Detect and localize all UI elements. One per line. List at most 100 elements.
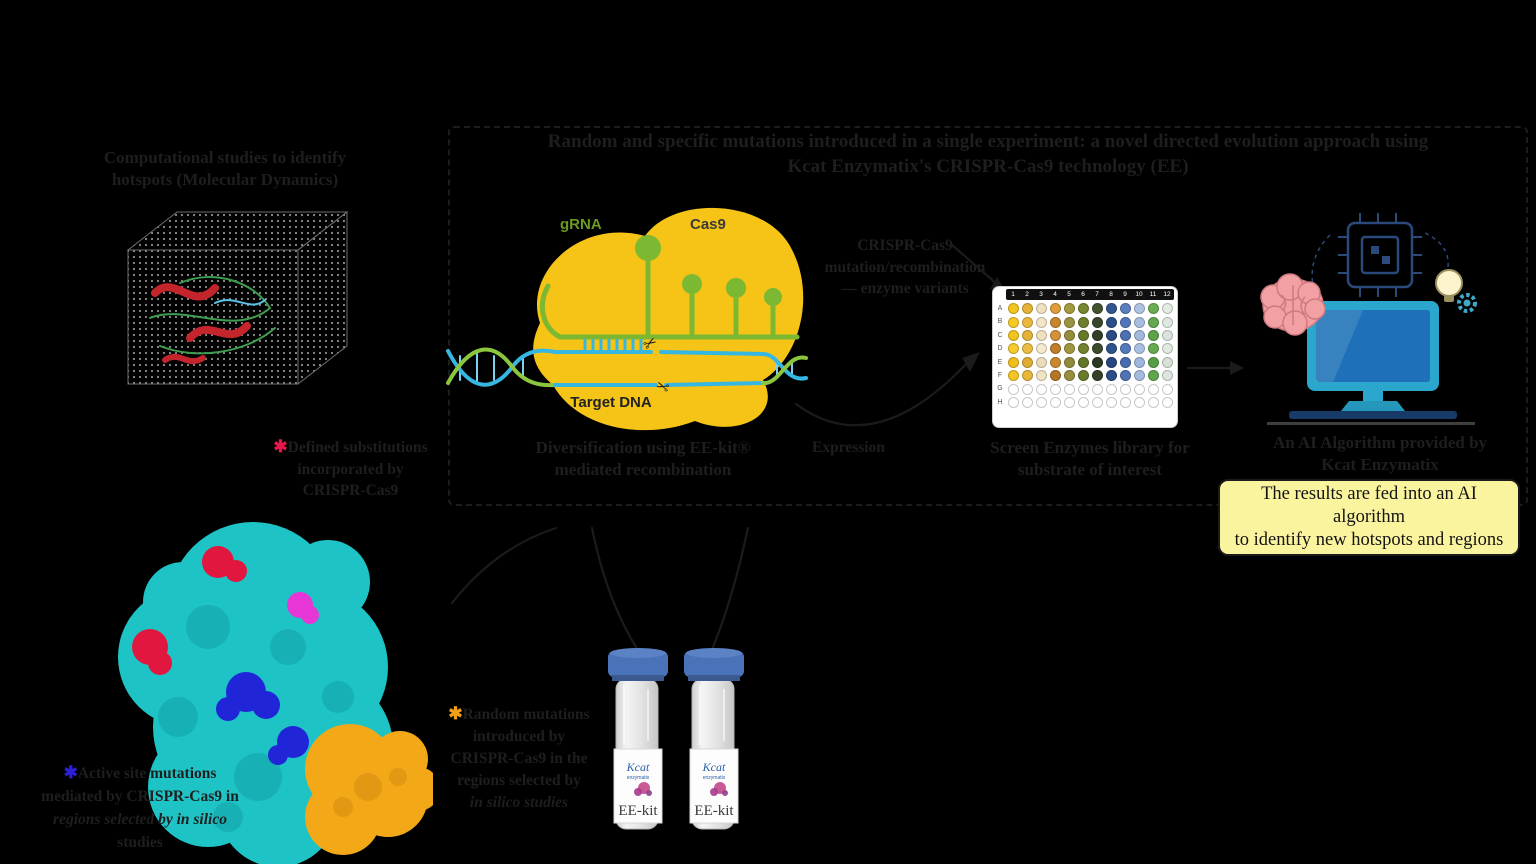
tube-label — [613, 748, 663, 824]
plate-well — [1161, 356, 1173, 368]
binding-region-orange — [305, 724, 433, 855]
plate-well — [1035, 370, 1047, 382]
figure-title-line1: Random and specific mutations introduced… — [547, 131, 1429, 152]
md-simulation-cube — [126, 210, 349, 386]
plate-well — [1007, 316, 1019, 328]
plate-well — [1035, 343, 1047, 355]
plate-well — [1119, 370, 1131, 382]
protein-surface-model — [118, 522, 433, 864]
yellow-note-text5: in silico studies — [469, 794, 569, 811]
plate-well — [1077, 370, 1089, 382]
plate-well-empty — [1021, 383, 1033, 395]
plate-well — [1133, 343, 1145, 355]
plate-well-empty — [1077, 396, 1089, 408]
diversification-caption: Diversification using EE-kit® mediated r… — [478, 437, 808, 481]
cpu-chip-icon — [1338, 213, 1422, 297]
plate-well-empty — [1091, 396, 1103, 408]
plate-well — [1161, 343, 1173, 355]
ai-caption-line2: Kcat Enzymatix — [1321, 455, 1439, 474]
plate-well — [1049, 343, 1061, 355]
tube-brand-sub: enzymatix — [703, 775, 726, 781]
plate-well — [1049, 370, 1061, 382]
tube-brand: Kcat — [626, 760, 650, 774]
mutation-note-line2: mutation/recombination — [824, 258, 986, 276]
brain-icon — [1260, 273, 1326, 336]
tube-cap-top — [610, 648, 666, 658]
plate-well — [1105, 329, 1117, 341]
plate-well — [1119, 356, 1131, 368]
ai-note-box-line1: The results are fed into an AI algorithm — [1261, 484, 1477, 527]
grna-label: gRNA — [560, 216, 602, 233]
plate-well — [1105, 316, 1117, 328]
plate-well-empty — [1105, 396, 1117, 408]
yellow-note-text1: Random mutations — [462, 706, 590, 723]
plate-well-empty — [1119, 383, 1131, 395]
plate-well-empty — [1105, 383, 1117, 395]
plate-well — [1007, 370, 1019, 382]
plate-well-empty — [1147, 383, 1159, 395]
tube-label-flower — [710, 782, 728, 796]
ai-caption: An AI Algorithm provided by Kcat Enzymat… — [1235, 432, 1525, 476]
plate-well-empty — [1161, 396, 1173, 408]
cas9-protein-blob — [533, 207, 804, 431]
connector-to-tube-left — [590, 526, 638, 649]
red-note-text3: CRISPR-Cas9 — [302, 482, 399, 499]
computer-monitor-icon — [1267, 301, 1475, 425]
plate-well — [1147, 303, 1159, 315]
ai-note-box-line2: to identify new hotspots and regions — [1234, 530, 1504, 550]
plate-well — [1049, 329, 1061, 341]
tube-label-flower — [634, 782, 652, 796]
plate-well — [1063, 303, 1075, 315]
plate-well — [1105, 370, 1117, 382]
red-note-line1: ✱Defined substitutions — [248, 436, 453, 459]
plate-well-empty — [1007, 383, 1019, 395]
decor-dashed-arc-right — [1424, 232, 1449, 268]
connector-to-protein — [450, 526, 558, 605]
plate-well — [1119, 329, 1131, 341]
plate-well — [1091, 316, 1103, 328]
plate-well — [1091, 303, 1103, 315]
plate-well — [1119, 343, 1131, 355]
plate-well — [1049, 303, 1061, 315]
tube-cap-top — [686, 648, 742, 658]
yellow-note-line1: ✱Random mutations — [424, 703, 614, 726]
connector-to-tube-right — [711, 526, 750, 649]
blue-asterisk-icon: ✱ — [63, 763, 78, 782]
blue-note-text2: mediated by CRISPR-Cas9 in — [41, 788, 239, 805]
hotspot-magenta-patch — [287, 592, 319, 624]
plate-well — [1147, 370, 1159, 382]
plate-well — [1133, 329, 1145, 341]
plate-well — [1091, 343, 1103, 355]
mutation-note: CRISPR-Cas9 mutation/recombination — enz… — [800, 235, 1010, 300]
plate-well — [1091, 329, 1103, 341]
tube-cap-rim — [688, 675, 740, 681]
plate-well — [1049, 356, 1061, 368]
plate-well-empty — [1049, 396, 1061, 408]
plate-well — [1133, 370, 1145, 382]
protein-surface-shading — [158, 605, 354, 832]
plate-well — [1035, 316, 1047, 328]
plate-well — [1035, 356, 1047, 368]
target-dna-label: Target DNA — [570, 394, 652, 411]
yellow-note-text2: introduced by — [472, 728, 566, 745]
ai-computer-illustration — [1260, 213, 1477, 425]
plate-well — [1077, 343, 1089, 355]
blue-note-text4: studies — [117, 834, 163, 851]
dna-open-strands — [553, 350, 765, 387]
plate-wells — [1006, 302, 1174, 409]
plate-well — [1035, 329, 1047, 341]
plate-well — [1007, 343, 1019, 355]
plate-well — [1007, 356, 1019, 368]
plate-well-empty — [1063, 383, 1075, 395]
plate-well-empty — [1049, 383, 1061, 395]
plate-well — [1007, 303, 1019, 315]
cube-front-face — [127, 249, 299, 385]
plate-well-empty — [1007, 396, 1019, 408]
plate-well — [1105, 343, 1117, 355]
red-note: ✱Defined substitutions incorporated by C… — [248, 436, 453, 502]
workflow-panel-border — [448, 126, 1528, 506]
